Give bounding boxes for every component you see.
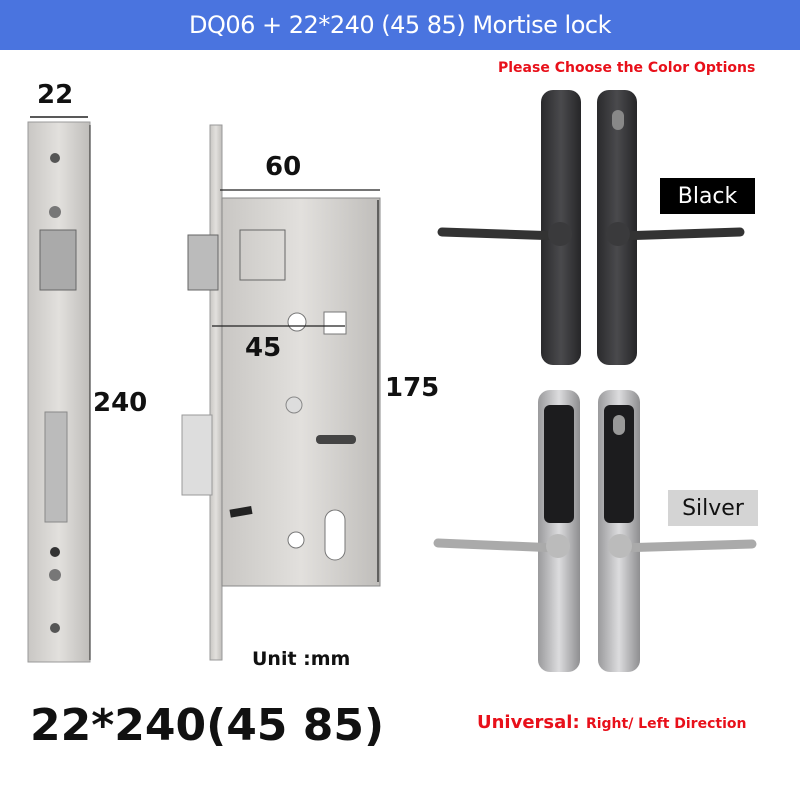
color-option-label: Black: [677, 183, 738, 209]
silver-handle-set: [433, 390, 757, 672]
universal-detail: Right/ Left Direction: [585, 716, 747, 732]
mortise-body: [181, 124, 381, 661]
universal-label: Universal:: [477, 712, 580, 733]
faceplate-height-label: 240: [93, 388, 148, 418]
color-option-silver[interactable]: Silver: [668, 490, 758, 526]
unit-label: Unit :mm: [252, 648, 351, 670]
color-option-black[interactable]: Black: [660, 178, 755, 214]
color-option-label: Silver: [682, 495, 744, 521]
body-width-label: 60: [265, 152, 302, 182]
color-options-prompt: Please Choose the Color Options: [498, 60, 756, 76]
black-handle-set: [437, 90, 745, 365]
faceplate-width-label: 22: [37, 80, 74, 110]
model-size-label: 22*240(45 85): [30, 700, 385, 751]
body-height-label: 175: [385, 373, 440, 403]
universal-note: Universal: Right/ Left Direction: [477, 712, 746, 733]
faceplate: [27, 121, 91, 663]
backset-label: 45: [245, 333, 282, 363]
title-banner: DQ06 + 22*240 (45 85) Mortise lock: [0, 0, 800, 50]
banner-title: DQ06 + 22*240 (45 85) Mortise lock: [189, 11, 612, 39]
